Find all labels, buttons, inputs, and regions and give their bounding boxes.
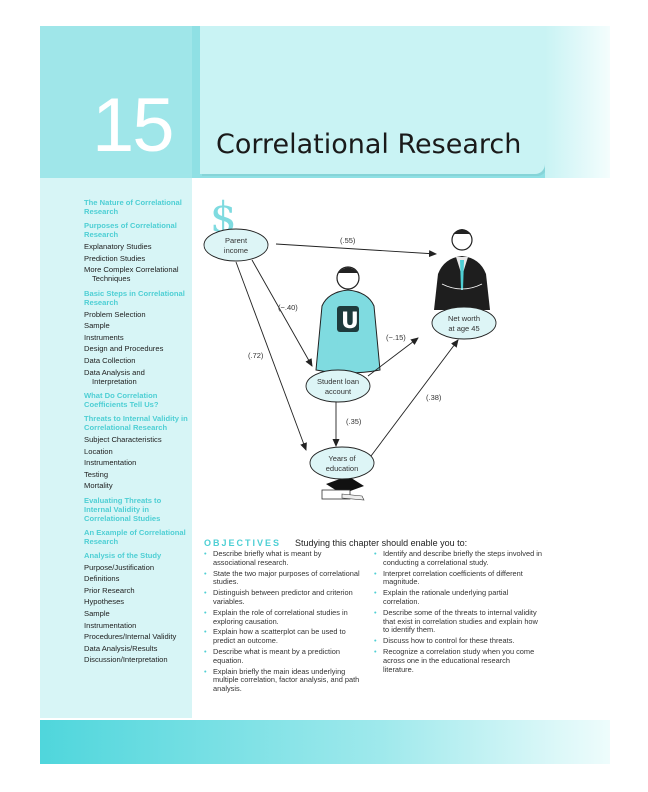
objective-item: Describe what is meant by a prediction e… bbox=[204, 647, 364, 666]
objective-item: Explain how a scatterplot can be used to… bbox=[204, 628, 364, 646]
path-diagram: $ U Parent income Net worth at age 45 St… bbox=[203, 193, 497, 501]
outline-item: Testing bbox=[84, 469, 109, 479]
outline-item: Purpose/Justification bbox=[84, 562, 155, 572]
outline-item: Instrumentation bbox=[84, 620, 137, 630]
node-net-worth-line1: Net worth bbox=[448, 314, 480, 323]
outline-item: Problem Selection bbox=[84, 309, 146, 319]
outline-item: Explanatory Studies bbox=[84, 242, 152, 251]
objectives-section: OBJECTIVES Studying this chapter should e… bbox=[204, 533, 604, 693]
coef-education-networth: (.38) bbox=[426, 393, 442, 402]
node-student-loan bbox=[305, 369, 371, 403]
arrow-loan-networth bbox=[367, 337, 419, 377]
node-parent-income-line1: Parent bbox=[225, 236, 248, 245]
arrow-parent-education bbox=[235, 261, 307, 451]
outline-item: Hypotheses bbox=[84, 597, 125, 607]
arrow-parent-networth bbox=[275, 243, 437, 258]
node-years-education bbox=[309, 446, 375, 480]
outline-heading: Threats to Internal Validity in Correlat… bbox=[84, 413, 188, 432]
node-student-loan-line1: Student loan bbox=[317, 377, 359, 386]
outline-item: Discussion/Interpretation bbox=[84, 655, 168, 665]
objective-item: Explain the rationale underlying partial… bbox=[374, 588, 542, 607]
objectives-heading: OBJECTIVES Studying this chapter should e… bbox=[204, 533, 604, 551]
outline-item: Instruments bbox=[84, 332, 124, 342]
coef-loan-education: (.35) bbox=[346, 417, 362, 426]
node-years-education-line1: Years of bbox=[328, 454, 356, 463]
objectives-left-column: Describe briefly what is meant by associ… bbox=[204, 549, 364, 696]
footer-band bbox=[40, 720, 610, 764]
outline-heading: What Do Correlation Coefficients Tell Us… bbox=[84, 390, 159, 409]
objective-item: Discuss how to control for these threats… bbox=[374, 636, 542, 646]
node-net-worth bbox=[431, 306, 497, 340]
objectives-right-column: Identify and describe briefly the steps … bbox=[374, 549, 542, 676]
node-parent-income-line2: income bbox=[224, 246, 248, 255]
objective-item: State the two major purposes of correlat… bbox=[204, 569, 364, 588]
outline-heading: The Nature of Correlational Research bbox=[84, 198, 182, 216]
objective-item: Describe some of the threats to internal… bbox=[374, 608, 542, 635]
coef-parent-education: (.72) bbox=[248, 351, 264, 360]
outline-heading: Basic Steps in Correlational Research bbox=[84, 288, 185, 307]
outline-item: Mortality bbox=[84, 481, 113, 491]
coef-parent-loan: (−.40) bbox=[278, 303, 298, 312]
outline-item: Instrumentation bbox=[84, 458, 137, 468]
node-years-education-line2: education bbox=[326, 464, 359, 473]
objective-item: Identify and describe briefly the steps … bbox=[374, 549, 542, 568]
objective-item: Recognize a correlation study when you c… bbox=[374, 647, 542, 674]
node-net-worth-line2: at age 45 bbox=[448, 324, 479, 333]
outline-item: Data Analysis/Results bbox=[84, 643, 158, 653]
outline-item: Procedures/Internal Validity bbox=[84, 632, 177, 642]
chapter-title: Correlational Research bbox=[216, 129, 522, 160]
outline-item: Location bbox=[84, 446, 113, 456]
outline-item: Design and Procedures bbox=[84, 344, 164, 354]
outline-item: Definitions bbox=[84, 574, 120, 584]
objective-item: Interpret correlation coefficients of di… bbox=[374, 569, 542, 588]
objectives-label: OBJECTIVES bbox=[204, 538, 282, 548]
outline-heading: Purposes of Correlational Research bbox=[84, 221, 177, 239]
outline-item: Sample bbox=[84, 321, 110, 331]
chapter-number-box bbox=[40, 26, 192, 178]
coef-loan-networth: (−.15) bbox=[386, 333, 406, 342]
sidebar bbox=[40, 178, 192, 718]
shirt-letter: U bbox=[341, 309, 359, 334]
node-student-loan-line2: account bbox=[325, 387, 352, 396]
objectives-intro: Studying this chapter should enable you … bbox=[295, 538, 468, 548]
outline-item: Prediction Studies bbox=[84, 253, 146, 263]
arrow-education-networth bbox=[367, 339, 459, 461]
chapter-title-box bbox=[200, 26, 545, 174]
chapter-number: 15 bbox=[92, 83, 175, 168]
objective-item: Distinguish between predictor and criter… bbox=[204, 588, 364, 607]
outline-item: Subject Characteristics bbox=[84, 434, 162, 444]
arrow-parent-loan bbox=[251, 259, 313, 367]
graduation-cap-icon bbox=[321, 476, 365, 501]
outline-heading: Analysis of the Study bbox=[84, 550, 162, 560]
node-parent-income bbox=[203, 228, 269, 262]
coef-parent-networth: (.55) bbox=[340, 236, 356, 245]
objective-item: Explain the role of correlational studie… bbox=[204, 608, 364, 627]
outline-item: Prior Research bbox=[84, 585, 135, 595]
objective-item: Describe briefly what is meant by associ… bbox=[204, 549, 364, 568]
outline-item: Data Analysis and Interpretation bbox=[84, 367, 145, 386]
outline-heading: An Example of Correlational Research bbox=[84, 527, 186, 546]
student-illustration: U bbox=[315, 266, 381, 374]
objective-item: Explain briefly the main ideas underlyin… bbox=[204, 667, 364, 694]
outline-item: Sample bbox=[84, 608, 110, 618]
outline-heading: Evaluating Threats to Internal Validity … bbox=[84, 495, 162, 523]
outline-item: Data Collection bbox=[84, 355, 136, 365]
businessman-illustration bbox=[434, 229, 490, 310]
outline-item: More Complex Correlational Techniques bbox=[84, 265, 179, 284]
header-fade-strip bbox=[545, 26, 610, 178]
